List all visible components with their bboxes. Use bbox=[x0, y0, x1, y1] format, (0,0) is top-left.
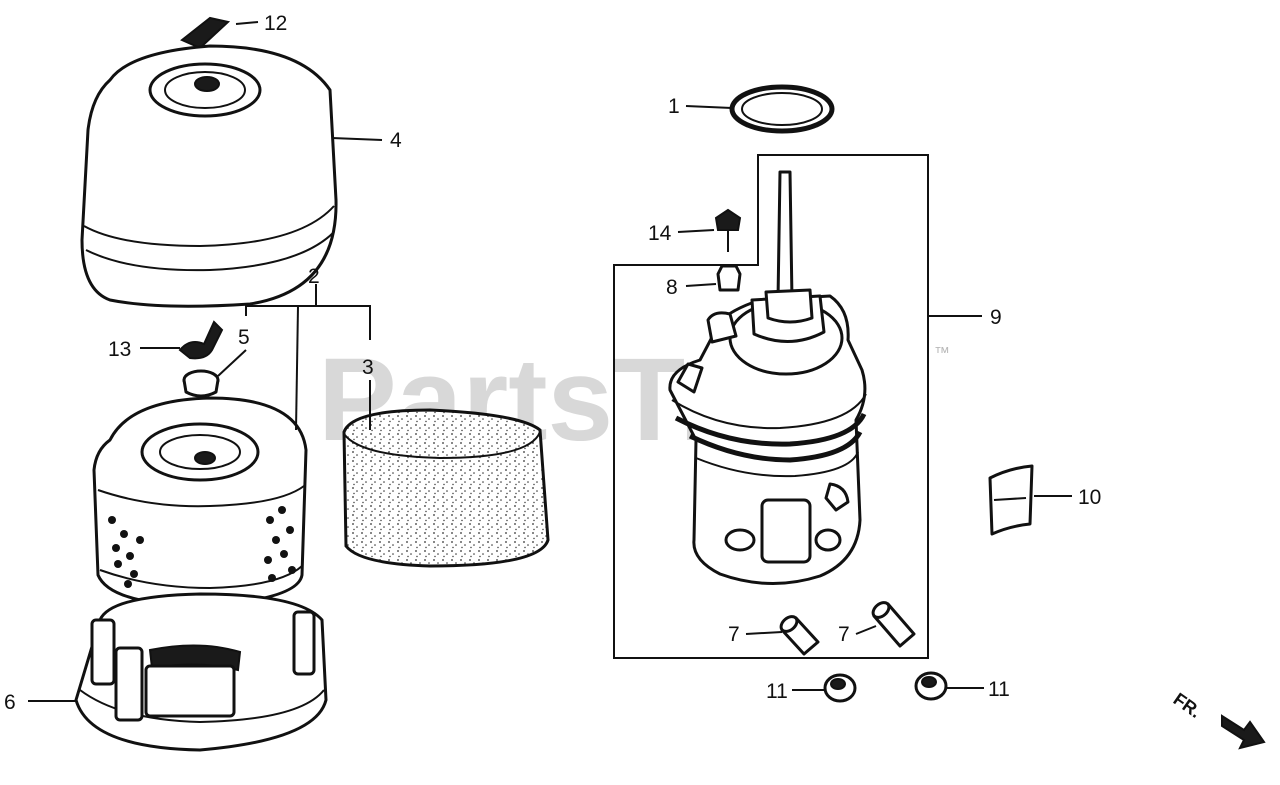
callout-11a: 11 bbox=[766, 680, 788, 703]
callout-12: 12 bbox=[264, 12, 287, 35]
callout-2: 2 bbox=[308, 265, 320, 288]
part-1-gasket[interactable] bbox=[729, 84, 835, 134]
callout-7a: 7 bbox=[728, 623, 740, 646]
callout-5: 5 bbox=[238, 326, 250, 349]
part-9-assembly-bracket bbox=[613, 154, 929, 659]
callout-11b: 11 bbox=[988, 678, 1010, 701]
callout-7b: 7 bbox=[838, 623, 850, 646]
callout-9: 9 bbox=[990, 306, 1002, 329]
part-7b-tube[interactable] bbox=[870, 600, 916, 648]
part-4-cover[interactable] bbox=[80, 44, 338, 308]
leader-lines bbox=[28, 21, 1072, 702]
callout-10: 10 bbox=[1078, 486, 1101, 509]
callout-3: 3 bbox=[362, 356, 374, 379]
part-6-base[interactable] bbox=[74, 592, 328, 752]
part-8-nut[interactable] bbox=[716, 264, 742, 292]
part-13-wing-nut[interactable] bbox=[178, 320, 224, 360]
part-2-paper-element[interactable] bbox=[92, 396, 308, 608]
callout-13: 13 bbox=[108, 338, 131, 361]
part-5-grommet[interactable] bbox=[182, 369, 220, 398]
callout-4: 4 bbox=[390, 129, 402, 152]
watermark-trademark: ™ bbox=[934, 345, 950, 362]
part-3-foam-element[interactable] bbox=[342, 408, 550, 568]
part-7a-tube[interactable] bbox=[778, 614, 820, 656]
callout-1: 1 bbox=[668, 95, 680, 118]
stud bbox=[776, 170, 794, 302]
front-direction-label: FR. bbox=[1170, 689, 1205, 722]
part-12-clip[interactable] bbox=[180, 16, 231, 50]
part-14-bolt[interactable] bbox=[714, 208, 742, 252]
part-11a-cap[interactable] bbox=[823, 673, 857, 703]
part-11b-cap[interactable] bbox=[914, 671, 948, 701]
part-10-label[interactable] bbox=[988, 464, 1034, 536]
air-cleaner-case[interactable] bbox=[668, 288, 867, 586]
callout-8: 8 bbox=[666, 276, 678, 299]
callout-14: 14 bbox=[648, 222, 672, 245]
front-direction-indicator: FR. bbox=[1170, 689, 1266, 750]
callout-6: 6 bbox=[4, 691, 16, 714]
